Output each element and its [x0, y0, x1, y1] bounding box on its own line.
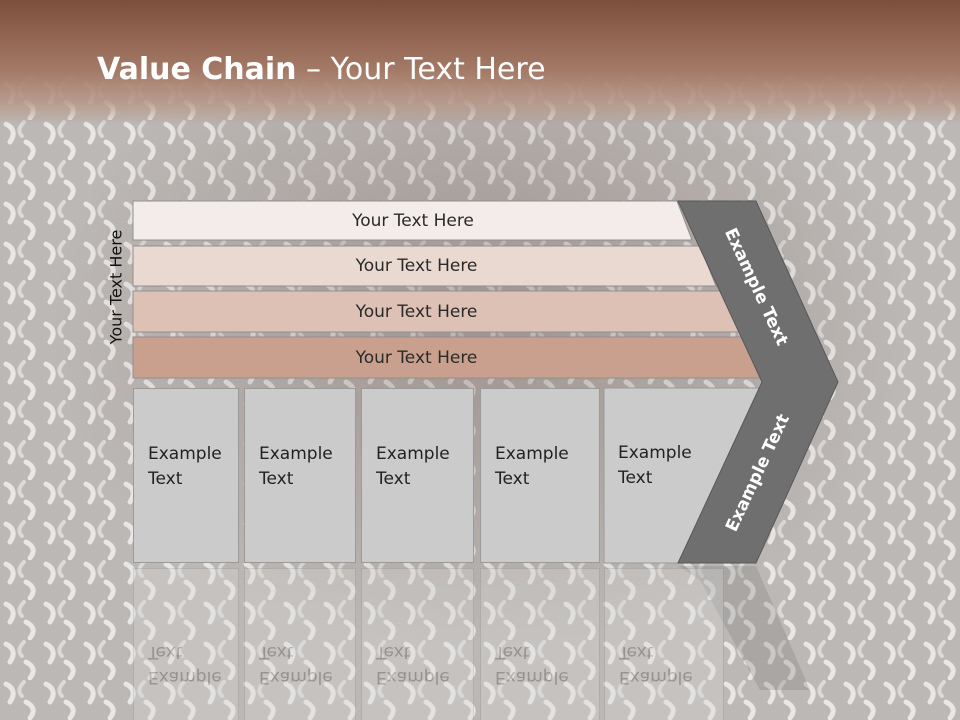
box-1-line1: Example: [148, 444, 222, 464]
reflect-box-3-line1: Example: [376, 667, 450, 687]
reflect-box-2-label: Example Text: [259, 639, 333, 689]
title-bold: Value Chain: [97, 52, 297, 87]
reflect-box-5-line1: Example: [619, 667, 693, 687]
reflect-box-1-label: Example Text: [148, 639, 222, 689]
reflect-box-4: Example Text: [480, 568, 600, 720]
row-1: Your Text Here: [133, 201, 693, 240]
reflect-box-5-line2: Text: [619, 642, 654, 662]
reflect-box-2: Example Text: [244, 568, 356, 720]
row-2-shape: [132, 245, 717, 287]
box-2-line1: Example: [259, 444, 333, 464]
reflect-box-4-label: Example Text: [495, 639, 569, 689]
reflect-box-1: Example Text: [133, 568, 239, 720]
row-4-label: Your Text Here: [355, 347, 478, 368]
box-1-line2: Text: [148, 469, 183, 489]
row-1-shape: [132, 200, 693, 241]
reflect-box-5-label: Example Text: [619, 639, 693, 689]
box-3-line2: Text: [376, 469, 411, 489]
box-4-line2: Text: [495, 469, 530, 489]
reflect-box-3-line2: Text: [376, 642, 411, 662]
row-2-label: Your Text Here: [355, 256, 478, 276]
row-2: Your Text Here: [133, 246, 700, 286]
reflect-box-5: Example Text: [604, 568, 724, 720]
reflect-box-2-line2: Text: [259, 642, 294, 662]
title-rest: – Your Text Here: [296, 52, 546, 87]
reflect-box-4-line1: Example: [495, 667, 569, 687]
box-4-line1: Example: [495, 444, 569, 464]
row-4: Your Text Here: [133, 337, 700, 378]
slide-title: Value Chain – Your Text Here: [97, 52, 546, 87]
side-label: Your Text Here: [106, 229, 126, 345]
reflection-inner: Example Text Example Text Example Text Exam…: [0, 568, 960, 720]
reflect-box-1-line2: Text: [148, 642, 183, 662]
reflect-box-2-line1: Example: [259, 667, 333, 687]
reflection: Example Text Example Text Example Text Exam…: [0, 568, 960, 720]
reflect-box-4-line2: Text: [495, 642, 530, 662]
title-bar: [0, 0, 960, 125]
reflect-box-3-label: Example Text: [376, 639, 450, 689]
row-3: Your Text Here: [133, 291, 700, 332]
chevron-shape: [677, 200, 839, 564]
reflect-box-3: Example Text: [361, 568, 474, 720]
reflect-box-1-line1: Example: [148, 667, 222, 687]
box-2-line2: Text: [259, 469, 294, 489]
box-5-line1: Example: [618, 443, 692, 463]
chevron-reflection: [678, 566, 810, 690]
box-5-line2: Text: [618, 468, 653, 488]
row-3-label: Your Text Here: [355, 301, 478, 322]
row-1-label: Your Text Here: [352, 210, 474, 231]
box-3-line1: Example: [376, 444, 450, 464]
